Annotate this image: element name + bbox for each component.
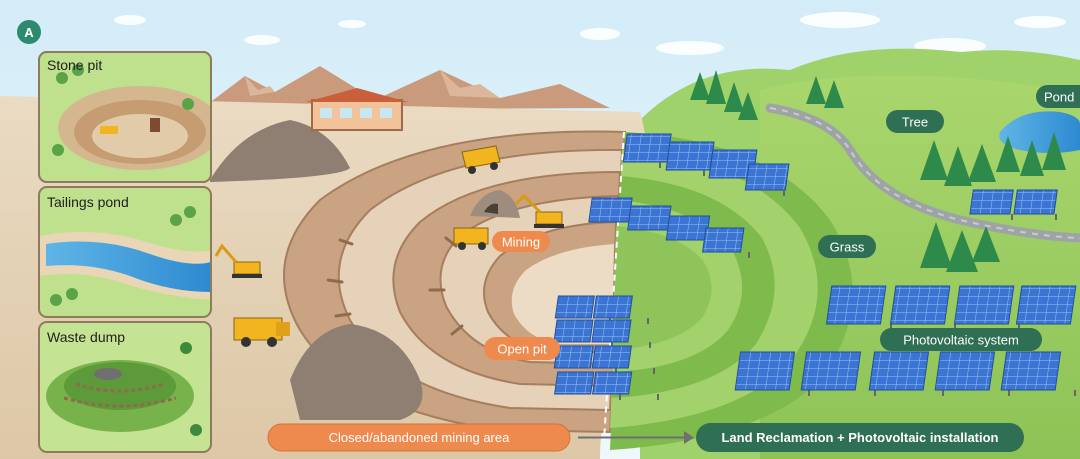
solar-panel [889,285,951,325]
solar-panel [665,141,715,171]
solar-panel [800,351,862,391]
inset-label-tailings-pond: Tailings pond [47,194,129,210]
solar-panel [1013,189,1058,215]
panel-badge-letter: A [24,25,34,40]
solar-panel [588,197,633,223]
solar-panel [934,351,996,391]
solar-panel [553,345,594,369]
inset-label-stone-pit: Stone pit [47,57,102,73]
label-mining: Mining [492,231,550,252]
label-pond-text: Pond [1044,90,1074,105]
loader-truck [453,227,489,250]
solar-panel [591,319,632,343]
solar-panel [953,285,1015,325]
solar-panel [622,133,672,163]
inset-tailings-pond: Tailings pond [38,186,212,318]
solar-panel [1000,351,1062,391]
solar-panel [868,351,930,391]
solar-panel [553,319,594,343]
clouds [114,12,1066,55]
solar-panel [591,345,632,369]
mining-vehicles [214,145,564,347]
label-open-pit-text: Open pit [497,342,547,357]
solar-panel [744,163,790,191]
label-grass: Grass [818,235,876,258]
inset-stone-pit: Stone pit [38,51,212,183]
solar-panel [734,351,796,391]
solar-panel [592,295,633,319]
solar-panel [554,371,595,395]
footer-left-text: Closed/abandoned mining area [329,430,510,445]
inset-waste-dump: Waste dump [38,321,212,453]
dump-truck-top [461,145,501,174]
photovoltaic-arrays [553,133,1077,400]
solar-panel [1015,285,1077,325]
footer-flow: Closed/abandoned mining area Land Reclam… [267,423,1024,452]
road [765,103,1080,243]
rock-piles [210,120,520,420]
label-pond: Pond [1036,85,1080,108]
label-mining-text: Mining [502,235,540,250]
label-tree-text: Tree [902,115,928,130]
solar-panel [825,285,887,325]
label-open-pit: Open pit [484,337,560,360]
tree-cluster [690,70,1066,272]
panel-badge: A [17,20,41,44]
pond-water [999,111,1080,153]
solar-panel [702,227,745,253]
footer-arrow-head [684,431,694,444]
solar-panel [627,205,672,231]
hauler-truck [233,317,290,347]
footer-right-text: Land Reclamation + Photovoltaic installa… [721,430,998,445]
label-photovoltaic-system: Photovoltaic system [880,328,1042,351]
office-building [306,88,408,131]
label-tree: Tree [886,110,944,133]
solar-panel [665,215,711,241]
label-photovoltaic-system-text: Photovoltaic system [903,333,1019,348]
solar-panel [592,371,633,395]
label-grass-text: Grass [830,240,865,255]
solar-panel [554,295,595,319]
mountains [200,66,610,110]
excavator-left [214,243,262,278]
solar-panel [969,189,1014,215]
inset-label-waste-dump: Waste dump [47,329,125,345]
excavator-pit [514,193,564,228]
